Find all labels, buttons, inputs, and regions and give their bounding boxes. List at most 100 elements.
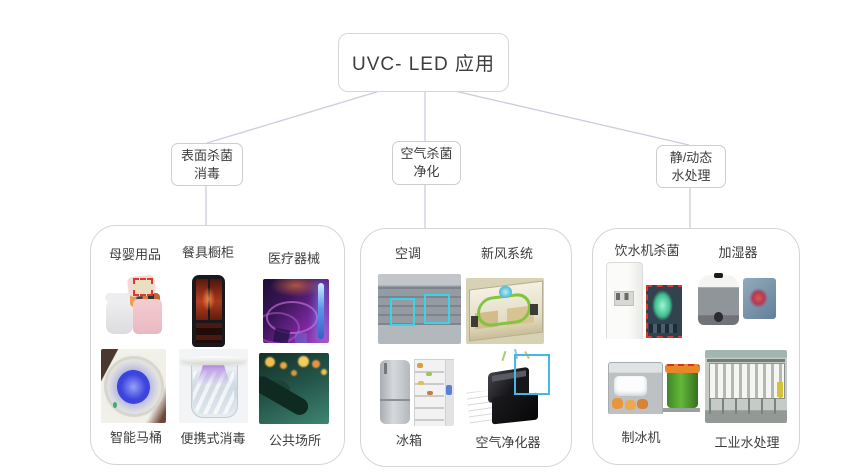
medical-equipment-image — [263, 279, 329, 343]
uv-green-module — [666, 369, 699, 408]
fridge-handle — [384, 363, 388, 375]
food-item — [418, 381, 424, 386]
humidifier-knob — [713, 273, 723, 279]
label-air-purifier: 空气净化器 — [475, 435, 541, 450]
uv-tube — [318, 282, 325, 340]
smart-toilet-image — [101, 349, 166, 423]
branch-air-purification: 空气杀菌 净化 — [392, 141, 461, 185]
label-smart-toilet: 智能马桶 — [109, 430, 162, 445]
equipment — [777, 382, 783, 397]
air-conditioner-image — [378, 274, 461, 344]
bokeh-light — [280, 362, 287, 370]
uv-glow — [651, 289, 673, 321]
pink-box — [132, 299, 162, 334]
ac-slats — [378, 286, 461, 326]
ice-scoop — [611, 398, 623, 409]
industrial-water-treatment-image — [705, 350, 787, 423]
connector-root-surface — [206, 89, 384, 144]
label-industrial-water: 工业水处理 — [714, 435, 780, 450]
inset-glow — [749, 287, 769, 308]
label-water-dispenser: 饮水机杀菌 — [614, 243, 680, 258]
cabinet-drawers — [195, 322, 222, 343]
filter-columns — [709, 363, 785, 399]
bokeh-light — [320, 368, 327, 375]
handrail — [259, 373, 311, 418]
vent-unit — [529, 304, 538, 315]
connector-root-water — [449, 89, 690, 146]
ice-maker-image — [608, 362, 700, 414]
label-humidifier: 加湿器 — [718, 245, 758, 260]
branch-surface-disinfection: 表面杀菌 消毒 — [171, 143, 243, 186]
branch-water-label: 静/动态 水处理 — [670, 149, 713, 184]
uv-module-highlight — [132, 278, 153, 297]
bokeh-light — [290, 370, 297, 377]
food-item — [425, 371, 433, 376]
label-ice-maker: 制冰机 — [621, 430, 661, 445]
dispenser-taps — [615, 292, 630, 300]
warm-glow — [269, 279, 323, 297]
branch-surface-line2: 消毒 — [193, 165, 220, 181]
branch-air-line2: 净化 — [413, 164, 440, 179]
label-refrigerator: 冰箱 — [395, 433, 422, 448]
refrigerator-image — [379, 358, 454, 426]
label-medical-equipment: 医疗器械 — [267, 251, 320, 266]
water-dispenser-sterilization-image — [606, 262, 682, 339]
ice-block — [613, 375, 647, 397]
instrument-2 — [294, 332, 307, 343]
vent-unit — [470, 316, 479, 327]
module-orange-lid — [665, 364, 700, 374]
bokeh-light — [264, 357, 275, 368]
label-baby-products: 母婴用品 — [108, 247, 161, 262]
water-panel: 饮水机杀菌 加湿器 — [592, 228, 800, 465]
food-item — [416, 363, 423, 368]
label-public-places: 公共场所 — [268, 433, 321, 448]
branch-air-line1: 空气杀菌 — [400, 146, 453, 162]
uv-highlight-box — [389, 297, 416, 326]
humidifier-image — [698, 273, 776, 326]
purifier-base — [491, 392, 538, 425]
humidifier-dial — [714, 312, 723, 322]
frame-legs — [709, 398, 783, 415]
food-item — [427, 390, 433, 395]
root-node-label: UVC- LED 应用 — [352, 54, 495, 75]
bokeh-light — [312, 360, 321, 369]
branch-air-label: 空气杀菌 净化 — [400, 145, 452, 180]
instrument — [272, 327, 290, 343]
logo-dot — [112, 402, 118, 409]
module-base — [663, 407, 700, 412]
portable-disinfection-image — [179, 349, 248, 423]
label-portable-disinfection: 便携式消毒 — [180, 431, 246, 446]
public-places-image — [259, 353, 329, 424]
air-panel: 空调 新风系统 — [360, 228, 572, 467]
disinfector-disc — [179, 355, 248, 366]
fridge-door-split — [379, 398, 410, 401]
bokeh-light — [297, 355, 309, 367]
label-tableware-cabinet: 餐具橱柜 — [181, 245, 234, 260]
uv-highlight-box — [424, 293, 451, 325]
branch-surface-line1: 表面杀菌 — [180, 147, 233, 163]
ice-scoop — [624, 400, 636, 410]
branch-water-line2: 水处理 — [671, 167, 711, 183]
canister-lid — [104, 292, 134, 303]
module-fins — [648, 323, 678, 333]
branch-water-line1: 静/动态 — [669, 149, 713, 165]
label-air-conditioner: 空调 — [394, 246, 421, 261]
surface-panel: 母婴用品 餐具橱柜 医疗器械 — [90, 225, 345, 465]
fresh-air-system-image — [466, 278, 544, 344]
ice-scoop — [637, 399, 649, 410]
tableware-cabinet-image — [184, 274, 234, 348]
cabinet-glow — [202, 287, 215, 311]
label-fresh-air-system: 新风系统 — [480, 246, 533, 261]
baby-products-image — [104, 273, 166, 339]
canister — [106, 298, 133, 334]
fan-unit — [498, 285, 512, 298]
branch-surface-label: 表面杀菌 消毒 — [181, 147, 233, 182]
branch-water-treatment: 静/动态 水处理 — [656, 145, 726, 188]
uv-highlight-box — [513, 353, 550, 395]
uv-light-cone — [196, 365, 231, 385]
air-purifier-image — [466, 349, 551, 429]
door-screen — [445, 385, 452, 395]
airflow-arrow — [501, 350, 507, 361]
